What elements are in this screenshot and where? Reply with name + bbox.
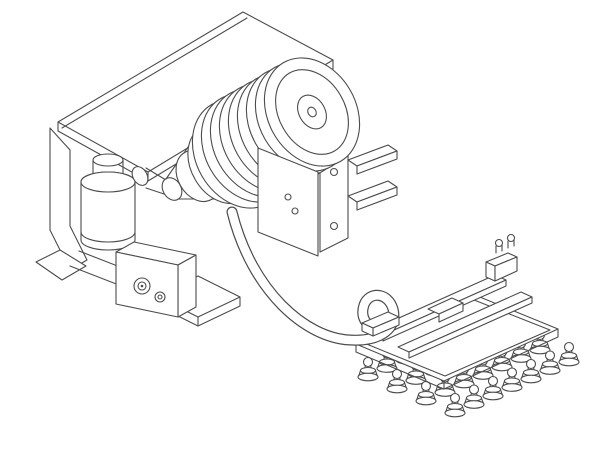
valve-block — [485, 233, 518, 282]
frame-foot — [35, 249, 87, 281]
canister-cap-top — [92, 153, 124, 167]
handle-bracket — [347, 144, 398, 211]
suction-cup — [482, 375, 504, 401]
frame-bracket — [35, 127, 88, 281]
suction-cup — [444, 392, 466, 418]
motor-end-face-part — [275, 69, 349, 155]
pump-unit — [35, 11, 398, 327]
frame-side-plate — [49, 127, 88, 271]
suction-cup — [501, 367, 523, 392]
support-plate — [257, 147, 319, 257]
motor-end-face-part — [297, 94, 327, 130]
support-hole-1 — [284, 193, 292, 201]
elbow-fitting — [131, 166, 149, 186]
mounting-hole-top — [329, 167, 339, 177]
carriage-block — [427, 297, 464, 323]
control-box-side — [177, 254, 197, 318]
suction-cup — [357, 356, 379, 382]
canister-rim — [80, 171, 136, 193]
connector-knob-inner — [137, 281, 147, 291]
gripper-plate-thickness — [355, 328, 559, 390]
control-box — [115, 241, 197, 318]
small-knob-inner — [157, 294, 163, 300]
hose-fitting-left — [361, 322, 374, 337]
air-fitting-2 — [506, 233, 516, 243]
gripper-rail-b — [397, 291, 533, 359]
air-fitting-1 — [494, 238, 504, 248]
suction-cup — [520, 358, 542, 384]
support-plate-face — [257, 147, 319, 257]
small-knob-outer — [154, 291, 166, 303]
motor-end-face — [263, 57, 361, 167]
suction-cup — [558, 341, 580, 367]
filter-canister — [80, 153, 136, 251]
suction-cup — [463, 384, 485, 409]
fitting-stems — [495, 239, 515, 254]
suction-cup — [415, 380, 437, 406]
carriage-front — [438, 302, 464, 323]
handle-prong-lower-front — [356, 186, 398, 211]
valve-block-front-right — [494, 256, 518, 282]
hose-fitting-block — [361, 311, 400, 337]
support-hole-2 — [291, 207, 299, 215]
gripper-assembly — [355, 233, 580, 418]
rail-b-front — [408, 296, 533, 359]
suction-cup — [539, 350, 561, 375]
valve-block-front-left — [485, 261, 496, 282]
connector-knob-center — [140, 284, 144, 288]
canister-band — [80, 231, 136, 243]
suction-cup — [386, 368, 408, 394]
motor-end-face-part — [307, 106, 317, 118]
mounting-hole-bottom — [329, 221, 339, 231]
handle-prong-upper-front — [356, 150, 398, 175]
